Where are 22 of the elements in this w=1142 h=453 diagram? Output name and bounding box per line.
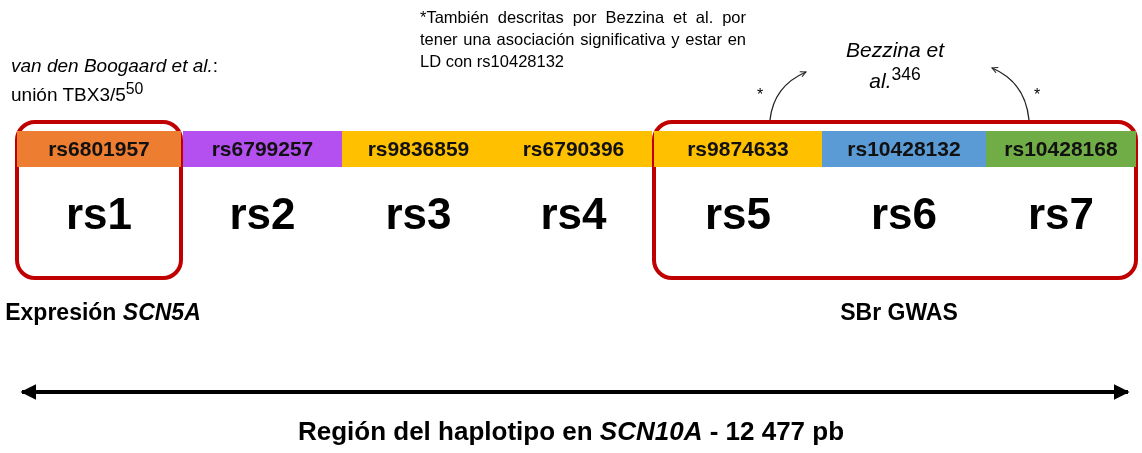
snp-label: rs2 xyxy=(228,189,297,239)
snp-id-band: rs6801957 xyxy=(17,131,181,167)
snp-label: rs3 xyxy=(384,189,453,239)
snp-label: rs6 xyxy=(869,189,939,239)
snp-label: rs7 xyxy=(1026,189,1096,239)
snp-label: rs4 xyxy=(539,189,608,239)
snp-id-band: rs9836859 xyxy=(342,131,495,167)
snp-id-band: rs10428132 xyxy=(822,131,986,167)
curved-arrow xyxy=(991,67,1030,121)
snp-label: rs5 xyxy=(703,189,773,239)
group-label: Expresión SCN5A xyxy=(4,298,202,327)
snp-id-band: rs6790396 xyxy=(495,131,652,167)
curved-arrow xyxy=(769,71,807,121)
snp-label: rs1 xyxy=(64,189,134,239)
footnote-text: *También descritas por Bezzina et al. por tener una asociación significativa y estar en LD con rs10428132 xyxy=(420,7,746,72)
group-label: SBr GWAS xyxy=(839,298,959,327)
snp-id-band: rs10428168 xyxy=(986,131,1136,167)
snp-id-band: rs6799257 xyxy=(183,131,342,167)
snp-id-band: rs9874633 xyxy=(654,131,822,167)
reference-note: Bezzina et al.$^{346}$ xyxy=(820,38,970,93)
region-caption: Región del haplotipo en SCN10A - 12 477 pb xyxy=(296,415,846,448)
reference-note: van den Boogaard et al.: unión TBX3/5$^{50}$ xyxy=(11,54,220,107)
